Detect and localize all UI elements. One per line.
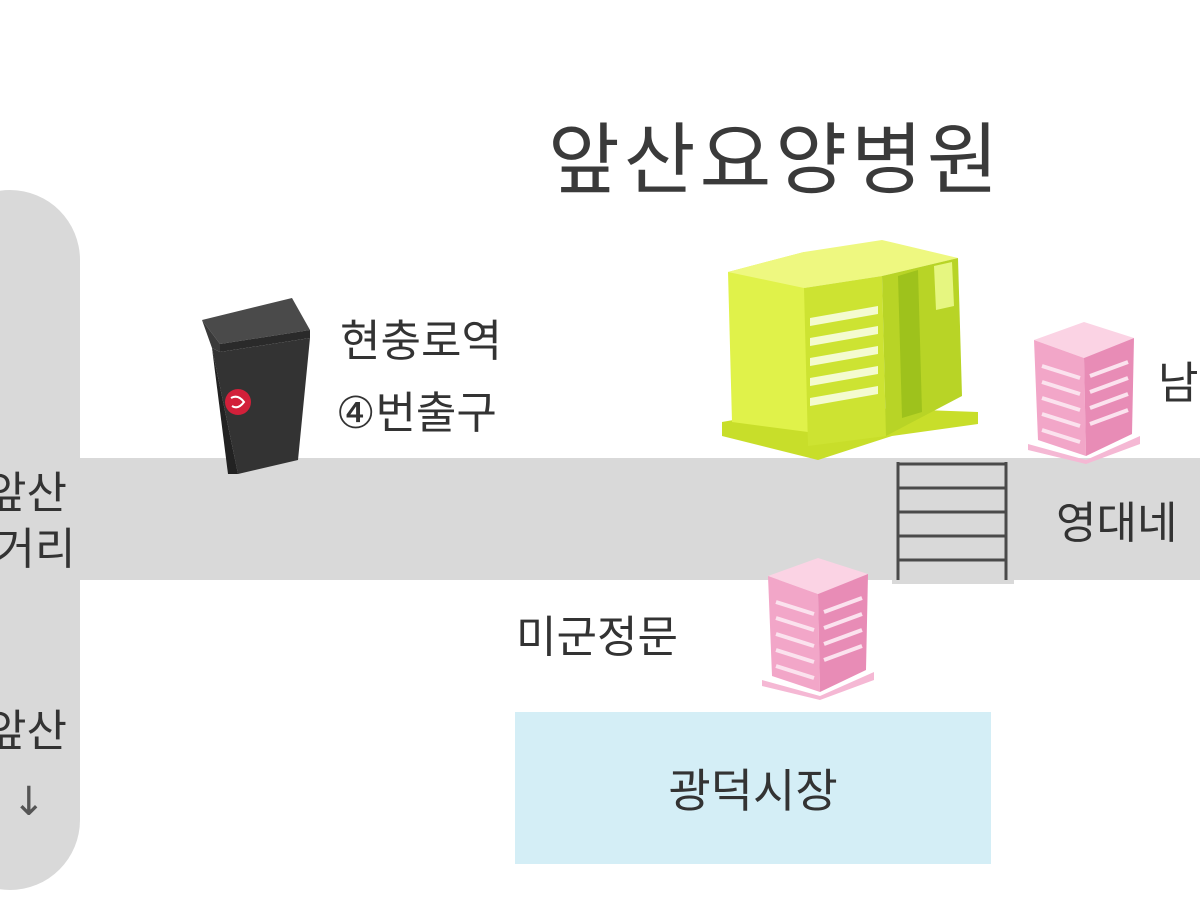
market-area — [515, 712, 991, 864]
hospital-title: 앞산요양병원 — [548, 116, 1003, 206]
station-label-line1: 현충로역 — [340, 316, 502, 367]
hospital-building-icon — [722, 240, 978, 460]
building-icon — [1028, 322, 1140, 464]
east-street-label: 영대네 — [1056, 498, 1178, 549]
intersection-label-line2: 네거리 — [0, 524, 76, 575]
station-label-line2: ④번출구 — [336, 388, 497, 439]
intersection-label-line1: 앞산 — [0, 468, 67, 519]
main-road — [0, 458, 1200, 580]
east-partial-label: 남 — [1158, 358, 1199, 409]
crosswalk-icon — [892, 458, 1014, 584]
down-arrow-icon: ↓ — [12, 779, 46, 825]
subway-exit-icon — [202, 298, 310, 474]
direction-label: 앞산 — [0, 706, 67, 757]
market-label: 광덕시장 — [668, 764, 838, 818]
south-gate-label: 미군정문 — [516, 612, 678, 663]
building-icon — [762, 558, 874, 700]
